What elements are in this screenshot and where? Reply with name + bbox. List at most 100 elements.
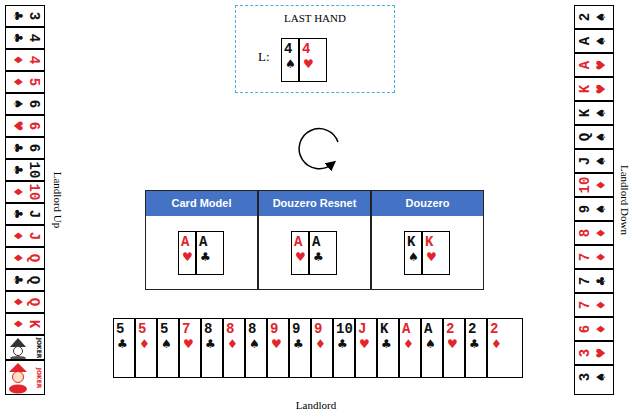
- playing-card: 7♦: [574, 245, 614, 269]
- card-suit: ♣: [12, 33, 24, 44]
- card-rank: 5: [160, 322, 168, 336]
- playing-card: 4♣: [5, 27, 45, 49]
- playing-card: J♣: [5, 203, 45, 225]
- card-rank: 6: [27, 100, 41, 108]
- card-suit: ♦: [12, 297, 24, 308]
- card-rank: 8: [248, 322, 256, 336]
- card-rank: 2: [468, 322, 476, 336]
- playing-card: 7♥: [179, 318, 201, 378]
- playing-card: 8♦: [574, 221, 614, 245]
- card-suit: ♦: [12, 253, 24, 264]
- card-rank: 7: [182, 322, 190, 336]
- card-rank: 2: [490, 322, 498, 336]
- player-label: Landlord Down: [619, 165, 630, 235]
- card-suit: ♥: [271, 338, 282, 350]
- card-suit: ♣: [12, 209, 24, 220]
- card-rank: J: [27, 232, 41, 240]
- playing-card: 4♦: [5, 49, 45, 71]
- card-suit: ♠: [595, 204, 607, 215]
- card-suit: ♥: [595, 84, 607, 95]
- card-suit: ♠: [595, 156, 607, 167]
- card-rank: A: [424, 322, 432, 336]
- card-suit: ♦: [315, 338, 326, 350]
- playing-card: K♦: [5, 313, 45, 335]
- playing-card: K♠: [574, 101, 614, 125]
- card-rank: J: [27, 210, 41, 218]
- card-suit: ♠: [425, 338, 436, 350]
- card-rank: 6: [27, 122, 41, 130]
- playing-card: JOKER: [5, 360, 45, 395]
- playing-card: 2♥: [443, 318, 465, 378]
- card-rank: A: [181, 235, 189, 249]
- playing-card: 6♠: [5, 93, 45, 115]
- playing-card: 6♣: [5, 137, 45, 159]
- card-rank: Q: [27, 298, 41, 306]
- playing-card: 3♥: [574, 341, 614, 365]
- card-suit: ♣: [337, 338, 348, 350]
- card-rank: 9: [292, 322, 300, 336]
- playing-card: 2♣: [465, 318, 487, 378]
- playing-card: 10♦: [5, 181, 45, 203]
- card-rank: K: [27, 320, 41, 328]
- card-suit: ♠: [595, 372, 607, 383]
- playing-card: 5♣: [113, 318, 135, 378]
- column-header: Douzero Resnet: [259, 191, 370, 216]
- playing-card: 3♠: [574, 365, 614, 395]
- column-header: Card Model: [146, 191, 257, 216]
- card-suit: ♣: [12, 165, 24, 176]
- playing-card: 8♦: [223, 318, 245, 378]
- playing-card: K♠: [404, 231, 422, 275]
- card-suit: ♥: [447, 338, 458, 350]
- card-suit: ♠: [595, 132, 607, 143]
- playing-card: 6♦: [574, 317, 614, 341]
- playing-card: 5♦: [5, 71, 45, 93]
- card-rank: 2: [578, 13, 592, 21]
- card-rank: A: [578, 37, 592, 45]
- card-suit: ♣: [12, 275, 24, 286]
- playing-card: A♣: [196, 231, 224, 275]
- card-suit: ♥: [183, 338, 194, 350]
- card-rank: A: [578, 61, 592, 69]
- playing-card: 3♣: [5, 5, 45, 27]
- card-suit: ♠: [285, 58, 296, 70]
- card-suit: ♦: [595, 180, 607, 191]
- card-rank: 8: [204, 322, 212, 336]
- card-rank: 8: [578, 229, 592, 237]
- card-suit: ♦: [139, 338, 150, 350]
- card-suit: ♠: [12, 99, 24, 110]
- playing-card: 2♦: [487, 318, 523, 378]
- card-rank: 10: [27, 184, 41, 201]
- card-rank: 10: [578, 177, 592, 194]
- card-suit: ♣: [12, 143, 24, 154]
- player-label: Landlord Up: [52, 172, 63, 229]
- card-suit: ♣: [200, 251, 211, 263]
- card-rank: A: [199, 235, 207, 249]
- playing-card: 5♦: [135, 318, 157, 378]
- playing-card: 4♠: [281, 38, 299, 82]
- card-suit: ♣: [313, 251, 324, 263]
- playing-card: 9♣: [289, 318, 311, 378]
- card-suit: ♣: [117, 338, 128, 350]
- card-suit: ♥: [595, 348, 607, 359]
- playing-card: Q♣: [5, 269, 45, 291]
- panel-title: LAST HAND: [236, 13, 394, 24]
- card-rank: 4: [284, 42, 292, 56]
- card-rank: J: [358, 322, 366, 336]
- card-rank: 3: [578, 349, 592, 357]
- card-suit: ♥: [426, 251, 437, 263]
- card-suit: ♦: [12, 187, 24, 198]
- card-rank: 7: [578, 301, 592, 309]
- playing-card: K♥: [422, 231, 450, 275]
- card-rank: 5: [27, 78, 41, 86]
- card-rank: K: [407, 235, 415, 249]
- card-suit: ♦: [227, 338, 238, 350]
- card-rank: 7: [578, 277, 592, 285]
- card-rank: 6: [578, 325, 592, 333]
- model-column: Douzero ResnetA♥A♣: [258, 190, 371, 290]
- black-joker-figure: [6, 336, 44, 360]
- card-rank: 2: [446, 322, 454, 336]
- playing-card: 10♣: [5, 159, 45, 181]
- playing-card: 8♣: [201, 318, 223, 378]
- card-suit: ♥: [12, 121, 24, 132]
- playing-card: 4♥: [299, 38, 327, 82]
